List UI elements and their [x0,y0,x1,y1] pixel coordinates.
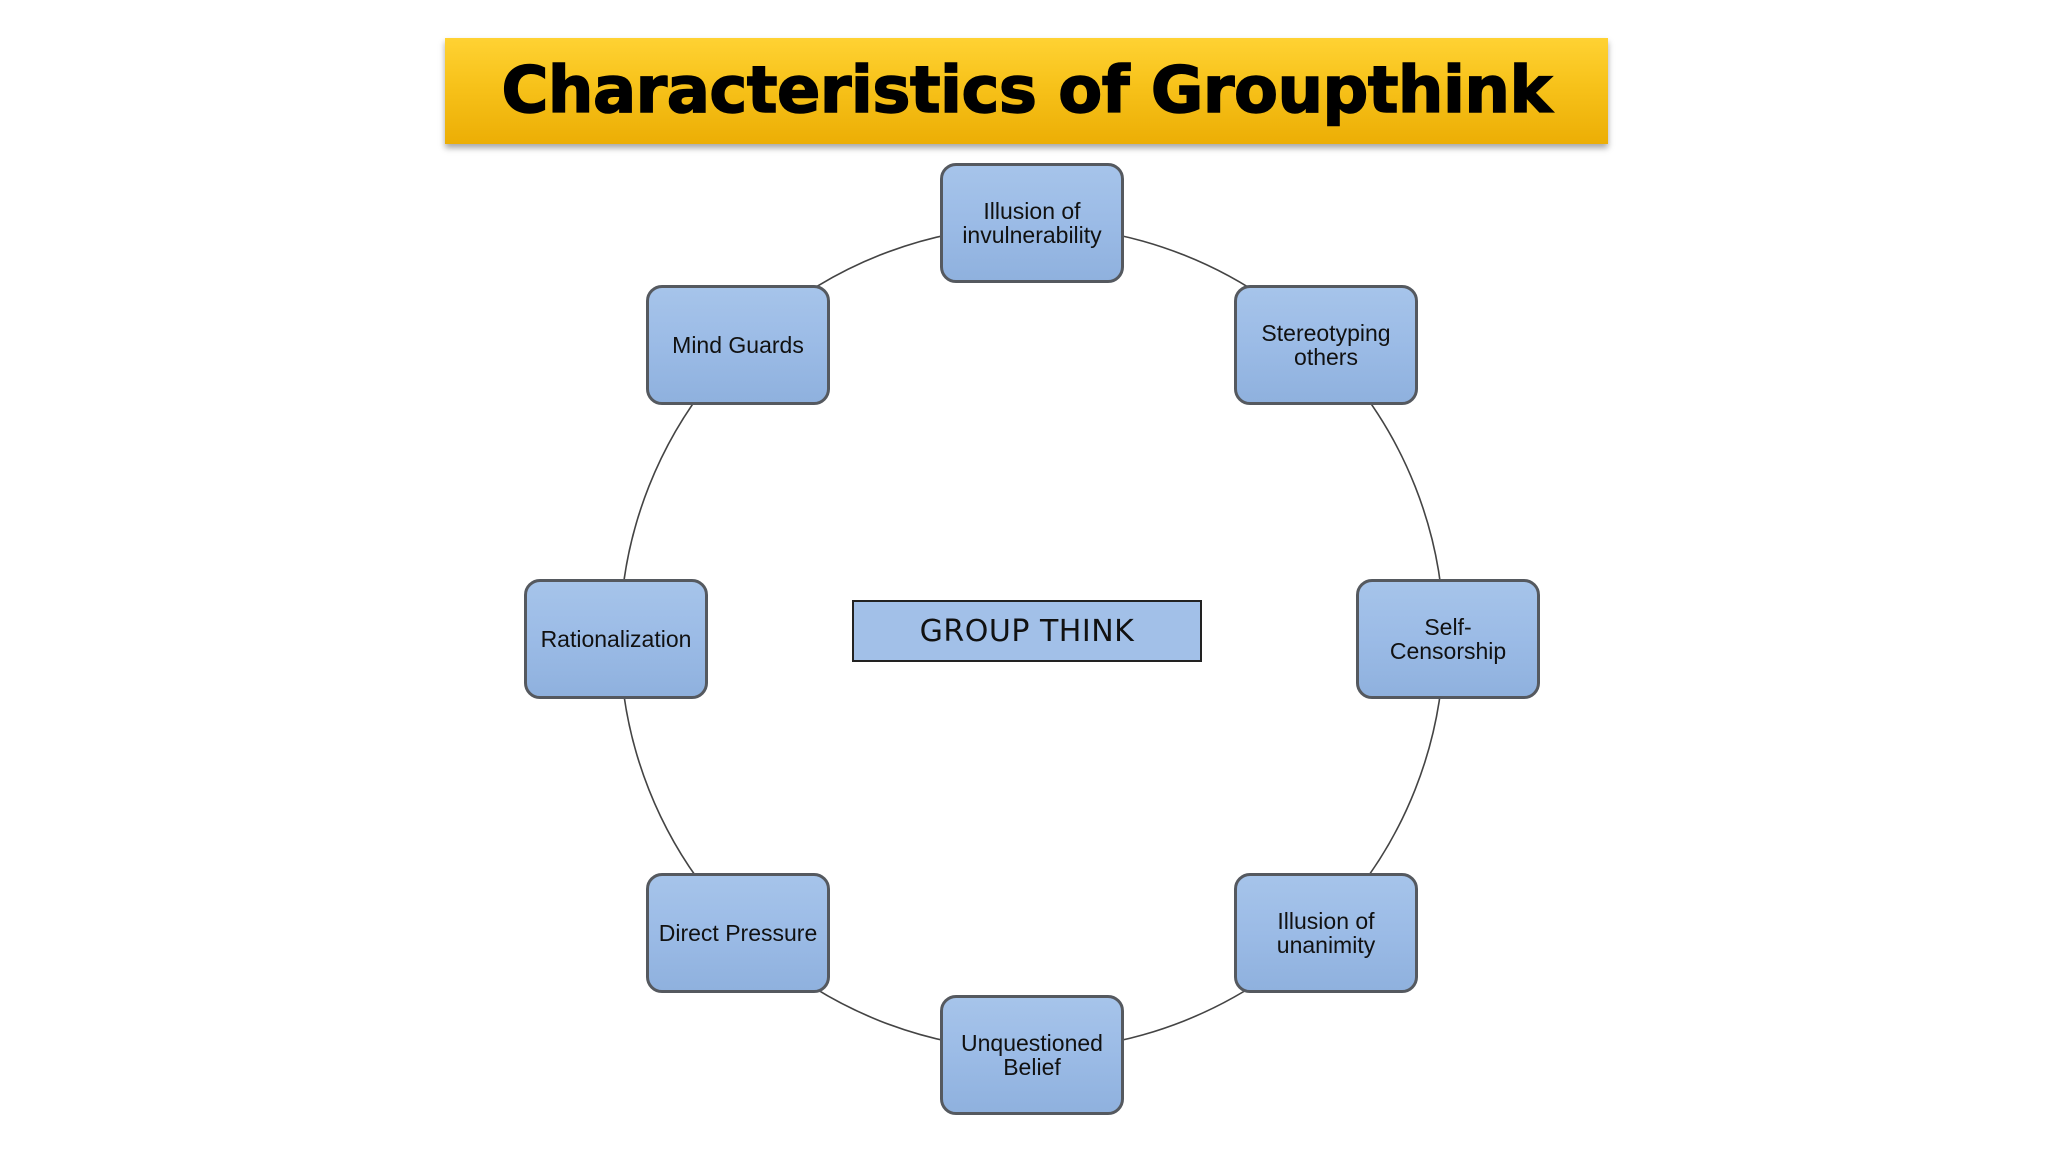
node-unquestioned-belief: Unquestioned Belief [940,995,1124,1115]
node-illusion-of-invulnerability: Illusion of invulnerability [940,163,1124,283]
node-rationalization: Rationalization [524,579,708,699]
node-stereotyping-others: Stereotyping others [1234,285,1418,405]
node-self-censorship: Self- Censorship [1356,579,1540,699]
center-group-think: GROUP THINK [852,600,1202,662]
node-illusion-of-unanimity: Illusion of unanimity [1234,873,1418,993]
node-mind-guards: Mind Guards [646,285,830,405]
node-direct-pressure: Direct Pressure [646,873,830,993]
title-banner: Characteristics of Groupthink [445,38,1608,144]
slide-title: Characteristics of Groupthink [501,53,1553,129]
